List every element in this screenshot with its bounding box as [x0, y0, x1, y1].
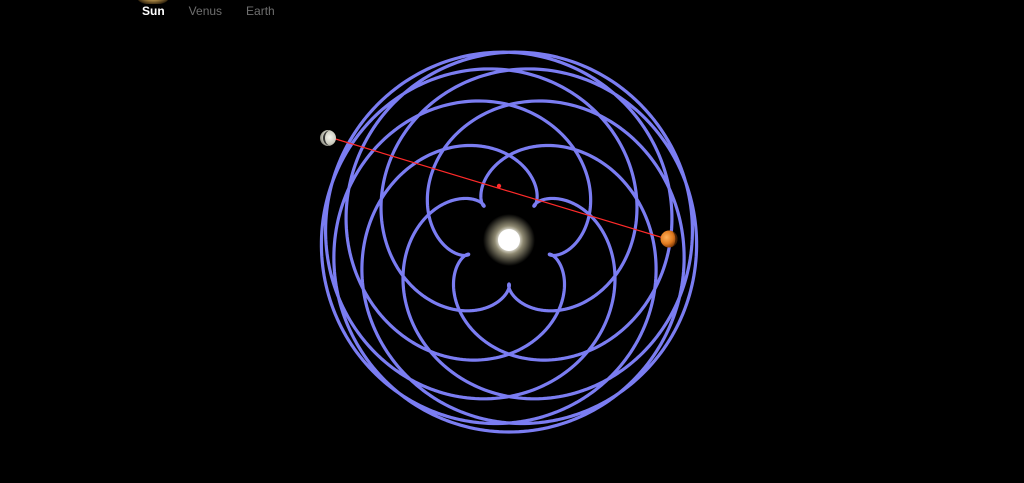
- tab-earth[interactable]: Earth: [234, 0, 287, 24]
- sun-icon: [483, 214, 535, 266]
- venus-orbit-path: [319, 50, 699, 434]
- sun-thumbnail-icon: [136, 0, 171, 4]
- tab-earth-label: Earth: [246, 4, 275, 18]
- mars-icon: [660, 230, 678, 248]
- tab-venus[interactable]: Venus: [177, 0, 234, 24]
- tab-venus-label: Venus: [188, 4, 223, 18]
- venus-marker-dot: [496, 183, 502, 189]
- tab-sun-label: Sun: [142, 4, 165, 18]
- view-tabs: Sun Venus Earth: [130, 0, 287, 24]
- moon-icon: [320, 130, 336, 146]
- line-of-sight: [328, 136, 668, 240]
- tab-sun[interactable]: Sun: [130, 0, 177, 24]
